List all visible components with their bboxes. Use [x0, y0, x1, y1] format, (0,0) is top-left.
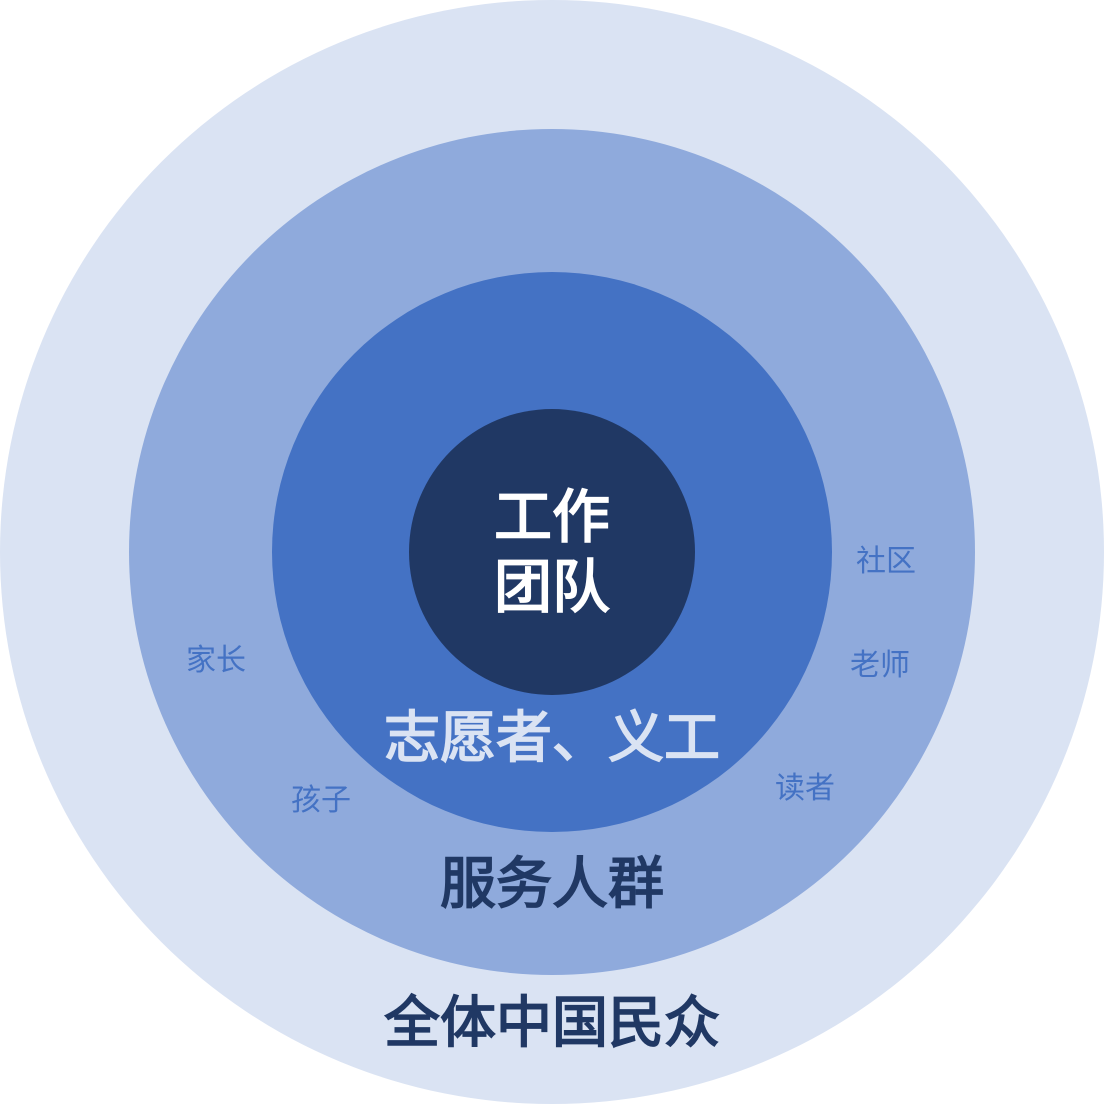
service-ring-label: 服务人群 [440, 852, 664, 917]
member-label-teachers: 老师 [850, 648, 910, 683]
outer-ring-label: 全体中国民众 [383, 991, 720, 1056]
member-label-children: 孩子 [291, 783, 351, 818]
member-label-parents: 家长 [186, 643, 246, 678]
core-label-line1: 工作 [494, 483, 610, 551]
core-label-line2: 团队 [494, 553, 611, 621]
core-circle-work-team [409, 409, 695, 695]
volunteer-ring-label: 志愿者、义工 [384, 706, 720, 771]
member-label-community: 社区 [856, 544, 916, 579]
member-label-readers: 读者 [775, 771, 835, 806]
